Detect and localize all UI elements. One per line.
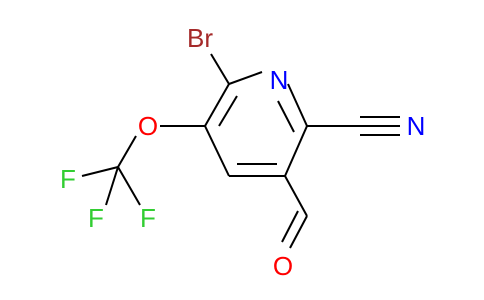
pyridine-ring bbox=[204, 71, 308, 177]
atom-n-nitrile-label: N bbox=[407, 111, 426, 141]
atom-br-label: Br bbox=[187, 23, 213, 53]
bond-c-f1 bbox=[81, 166, 119, 177]
bond-c2-br bbox=[210, 53, 230, 85]
bond-cho-double-1 bbox=[289, 215, 308, 249]
atom-f3-label: F bbox=[140, 203, 156, 233]
bond-cho-double-2 bbox=[281, 210, 299, 243]
bond-c3-c2 bbox=[204, 83, 230, 127]
bond-n-c6-inner bbox=[277, 100, 295, 133]
bond-c4-c3 bbox=[204, 125, 230, 177]
bond-c-f2 bbox=[105, 166, 119, 206]
atom-o-aldehyde-label: O bbox=[273, 251, 293, 281]
bond-o-cf3 bbox=[117, 135, 137, 168]
atom-f2-label: F bbox=[88, 203, 104, 233]
atom-f1-label: F bbox=[60, 164, 76, 194]
bond-c5-cho bbox=[284, 175, 308, 217]
bond-c6-c5 bbox=[284, 125, 308, 177]
atom-n-ring-label: N bbox=[270, 65, 289, 95]
bond-c-f3 bbox=[117, 166, 141, 206]
bond-n-c6 bbox=[287, 83, 308, 127]
atom-o-ether-label: O bbox=[138, 111, 158, 141]
bond-c2-n bbox=[228, 71, 263, 85]
bond-c3-c2-inner bbox=[218, 95, 238, 127]
